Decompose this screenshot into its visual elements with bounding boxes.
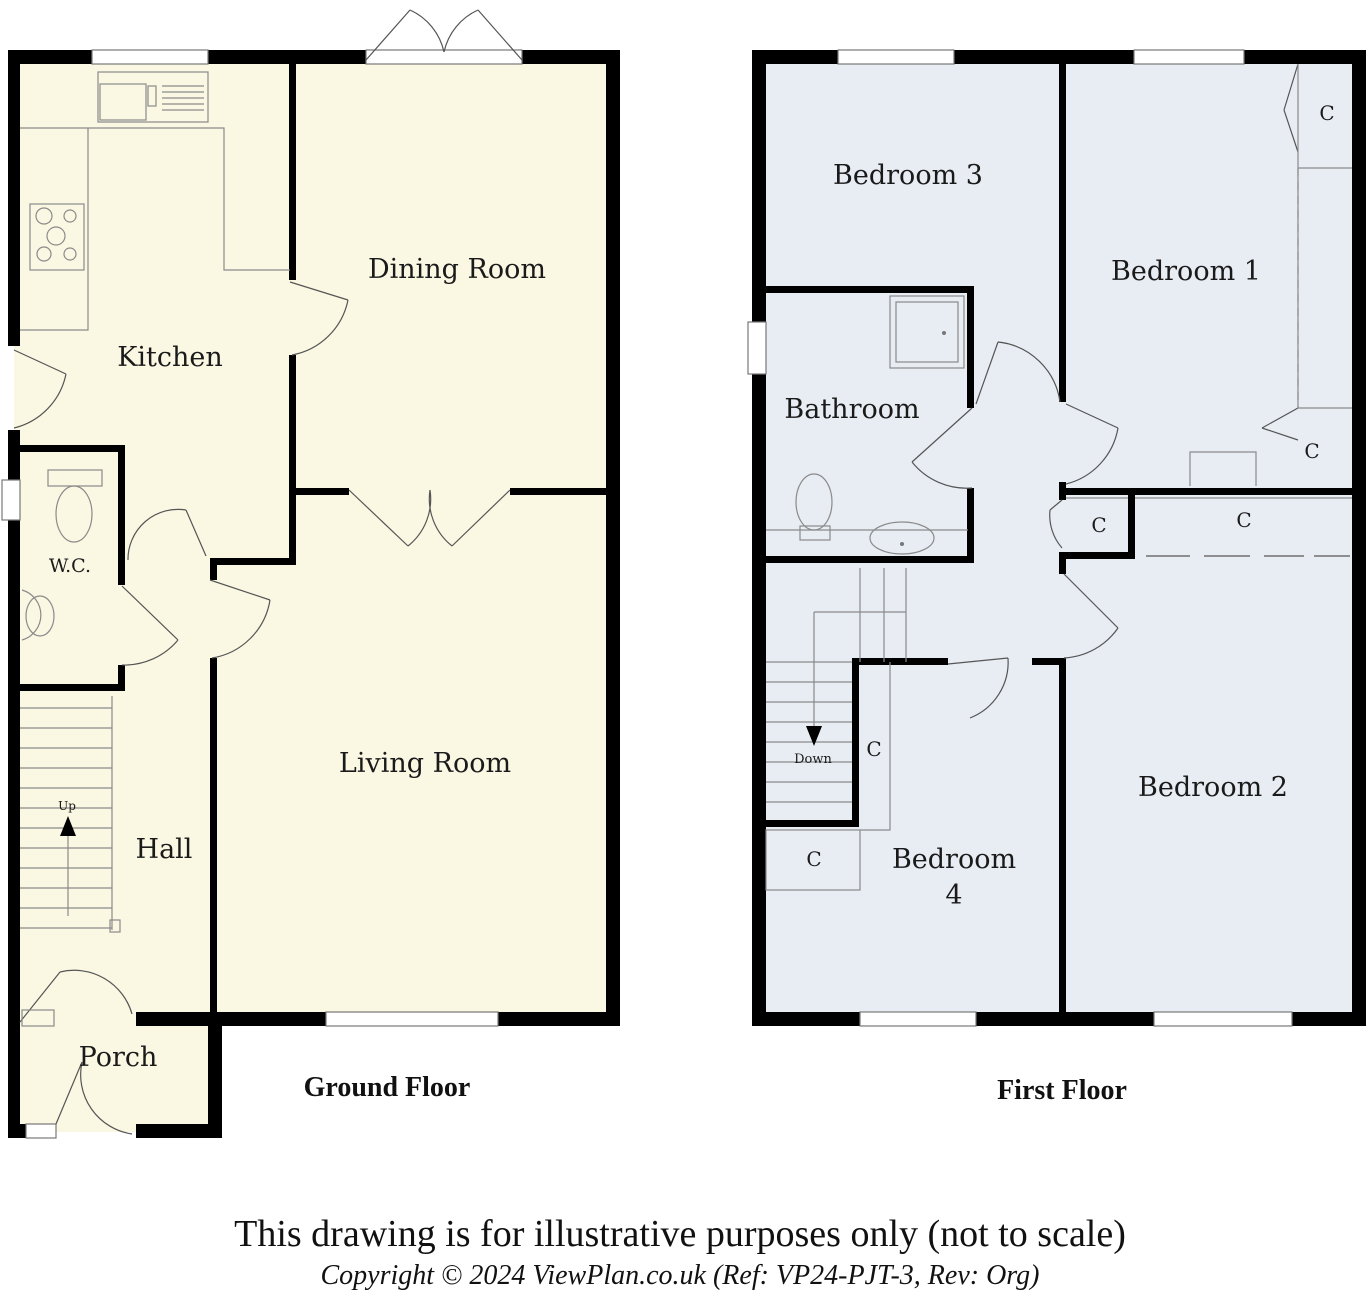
room-label-bedroom-4: Bedroom xyxy=(892,844,1016,875)
cupboard-label: C xyxy=(1091,513,1106,537)
cupboard-label: C xyxy=(1236,508,1251,532)
room-label-dining-room: Dining Room xyxy=(368,254,546,285)
cupboard-label: C xyxy=(1304,439,1319,463)
stairs-up-label: Up xyxy=(58,799,76,813)
cupboard-label: C xyxy=(1319,101,1334,125)
room-label-bedroom-1: Bedroom 1 xyxy=(1111,256,1261,287)
stairs-up xyxy=(20,696,121,933)
room-label-bathroom: Bathroom xyxy=(784,394,919,425)
ground-floor-title: Ground Floor xyxy=(304,1072,471,1103)
room-label-kitchen: Kitchen xyxy=(117,342,223,373)
room-label-wc: W.C. xyxy=(49,555,91,577)
cupboard-label: C xyxy=(866,737,881,761)
ground-floor-area xyxy=(14,56,612,1132)
copyright-text: Copyright © 2024 ViewPlan.co.uk (Ref: VP… xyxy=(320,1260,1039,1291)
cupboard-label: C xyxy=(806,847,821,871)
room-label-bedroom-2: Bedroom 2 xyxy=(1138,772,1288,803)
room-label-porch: Porch xyxy=(79,1042,158,1073)
room-label-living-room: Living Room xyxy=(339,748,511,779)
disclaimer-text: This drawing is for illustrative purpose… xyxy=(234,1213,1126,1255)
first-floor xyxy=(747,49,1366,1027)
ground-floor xyxy=(1,9,620,1139)
stairs-down-label: Down xyxy=(794,752,832,767)
stairs-down xyxy=(765,568,907,891)
room-label-bedroom-3: Bedroom 3 xyxy=(833,160,983,191)
stairs-up-arrow-icon xyxy=(60,816,76,836)
stairs-down-arrow-icon xyxy=(806,726,822,746)
room-label-hall: Hall xyxy=(136,834,193,865)
first-floor-title: First Floor xyxy=(997,1075,1127,1106)
room-label-bedroom-4-number: 4 xyxy=(945,880,962,911)
